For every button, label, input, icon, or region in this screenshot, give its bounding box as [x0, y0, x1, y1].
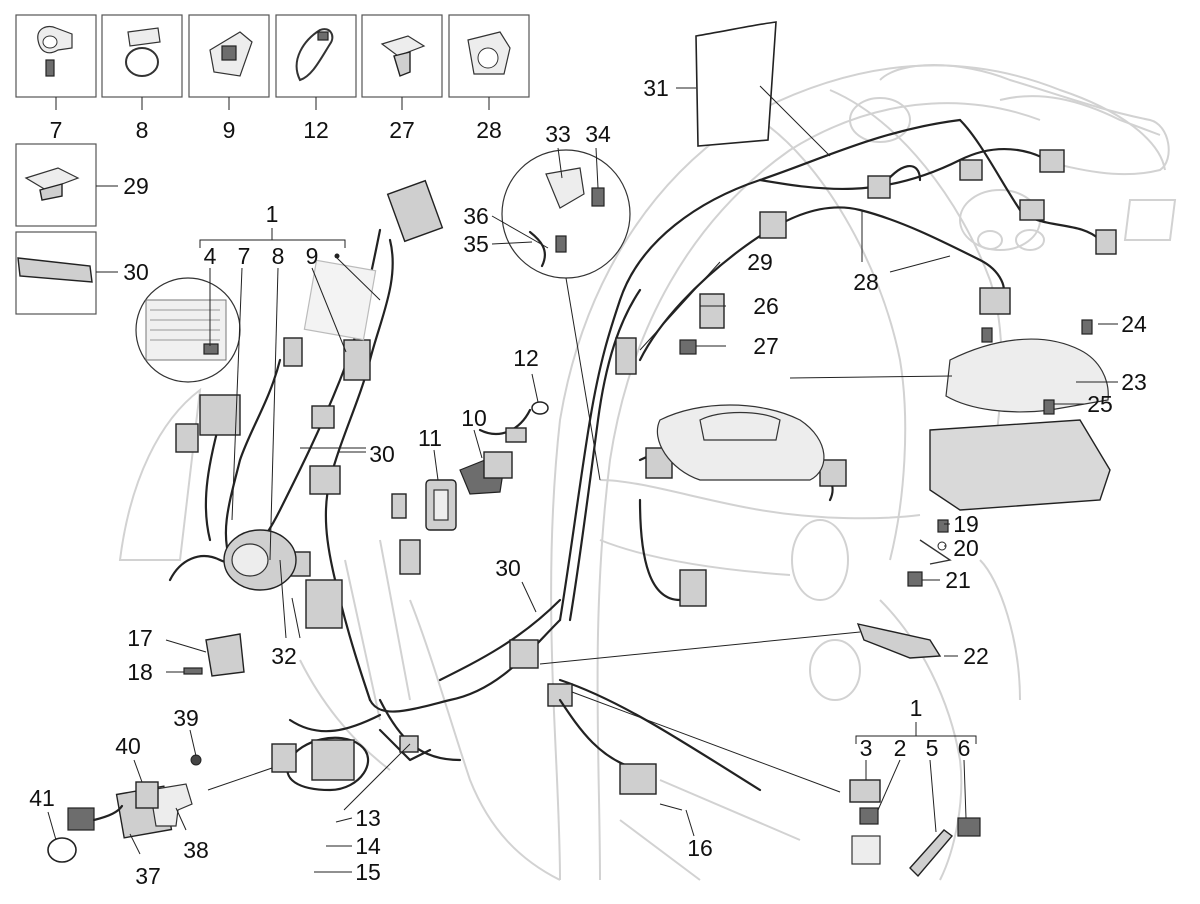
bracket-38-icon: [149, 783, 193, 827]
callout-8: 8: [136, 117, 149, 143]
screw-24-icon: [981, 319, 1093, 343]
clip-28-icon: [467, 31, 511, 75]
callout-26: 26: [753, 293, 779, 319]
callout-29: 29: [123, 173, 149, 199]
cover-base-icon: [929, 419, 1111, 511]
callout-30-lower: 30: [495, 555, 521, 581]
callout-27: 27: [389, 117, 415, 143]
screw-18-icon: [183, 667, 203, 675]
callout-22: 22: [963, 643, 989, 669]
main-harness: [438, 118, 1117, 792]
callout-5: 5: [926, 735, 939, 761]
clip-7-icon: [37, 25, 73, 77]
cable-tie-12-icon: [295, 28, 334, 82]
callout-3: 3: [860, 735, 873, 761]
bracket-detail-inset: [501, 149, 631, 279]
callout-10: 10: [461, 405, 487, 431]
callout-9: 9: [223, 117, 236, 143]
grommet-11-icon: [425, 479, 457, 531]
callout-30: 30: [123, 259, 149, 285]
callout-18: 18: [127, 659, 153, 685]
legend-clips-row: [15, 14, 530, 315]
sticker-31-icon: [695, 21, 777, 147]
callout-24: 24: [1121, 311, 1147, 337]
clip-9-icon: [209, 31, 253, 77]
callout-7: 7: [50, 117, 63, 143]
callout-31: 31: [643, 75, 669, 101]
screw-25-icon: [1043, 399, 1055, 415]
callout-6: 6: [958, 735, 971, 761]
sleeve-30-icon: [17, 257, 93, 283]
callout-28: 28: [476, 117, 502, 143]
clip-27-detail-icon: [679, 339, 697, 355]
callout-37: 37: [135, 863, 161, 889]
callout-8-harness: 8: [272, 243, 285, 269]
callout-40: 40: [115, 733, 141, 759]
callout-11: 11: [418, 425, 442, 451]
callout-19: 19: [953, 511, 979, 537]
callout-34: 34: [585, 121, 611, 147]
cable-tie-12-detail-icon: [478, 401, 549, 443]
callout-4: 4: [204, 243, 217, 269]
clip-29-icon: [24, 167, 80, 201]
clip-8-icon: [125, 27, 161, 77]
callout-9-harness: 9: [306, 243, 319, 269]
callout-12-detail: 12: [513, 345, 539, 371]
callout-41: 41: [29, 785, 55, 811]
bolt-21-icon: [907, 571, 923, 587]
callout-30-centre: 30: [369, 441, 395, 467]
callout-1-fuse-kit: 1: [910, 695, 923, 721]
callout-23: 23: [1121, 369, 1147, 395]
callout-21: 21: [945, 567, 971, 593]
callout-29-main: 29: [747, 249, 773, 275]
screw-19-icon: [937, 519, 949, 533]
callout-35: 35: [463, 231, 489, 257]
bracket-17-icon: [205, 633, 245, 677]
clip-27-icon: [380, 35, 426, 77]
callout-17: 17: [127, 625, 153, 651]
callout-15: 15: [355, 859, 381, 885]
callout-38: 38: [183, 837, 209, 863]
callout-1: 1: [266, 201, 279, 227]
callout-2: 2: [894, 735, 907, 761]
callout-20: 20: [953, 535, 979, 561]
callout-12: 12: [303, 117, 329, 143]
callout-33: 33: [545, 121, 571, 147]
callout-36: 36: [463, 203, 489, 229]
relay-26-icon: [699, 293, 725, 329]
callout-7-harness: 7: [238, 243, 251, 269]
callout-13: 13: [355, 805, 381, 831]
callout-39: 39: [173, 705, 199, 731]
cover-23-icon: [945, 338, 1109, 413]
rear-harness: [271, 698, 657, 795]
front-harness-assembly: [168, 179, 562, 762]
connector-10-icon: [459, 451, 513, 495]
screw-39-icon: [190, 754, 202, 766]
callout-14: 14: [355, 833, 381, 859]
fuse-kit: [849, 779, 981, 878]
leader-lines: [47, 85, 1118, 873]
connector-detail-inset: [135, 277, 241, 383]
callout-25: 25: [1087, 391, 1113, 417]
callout-labels: 7 8 9 12 27 28 29 30 1 4 7 8 9 30 11 10 …: [29, 75, 1147, 889]
callout-32: 32: [271, 643, 297, 669]
bracket-40-icon: [135, 781, 159, 809]
callout-28-main: 28: [853, 269, 879, 295]
callout-27-main: 27: [753, 333, 779, 359]
washer-20-icon: [919, 539, 952, 565]
sensor-22-icon: [856, 623, 942, 659]
callout-16: 16: [687, 835, 713, 861]
